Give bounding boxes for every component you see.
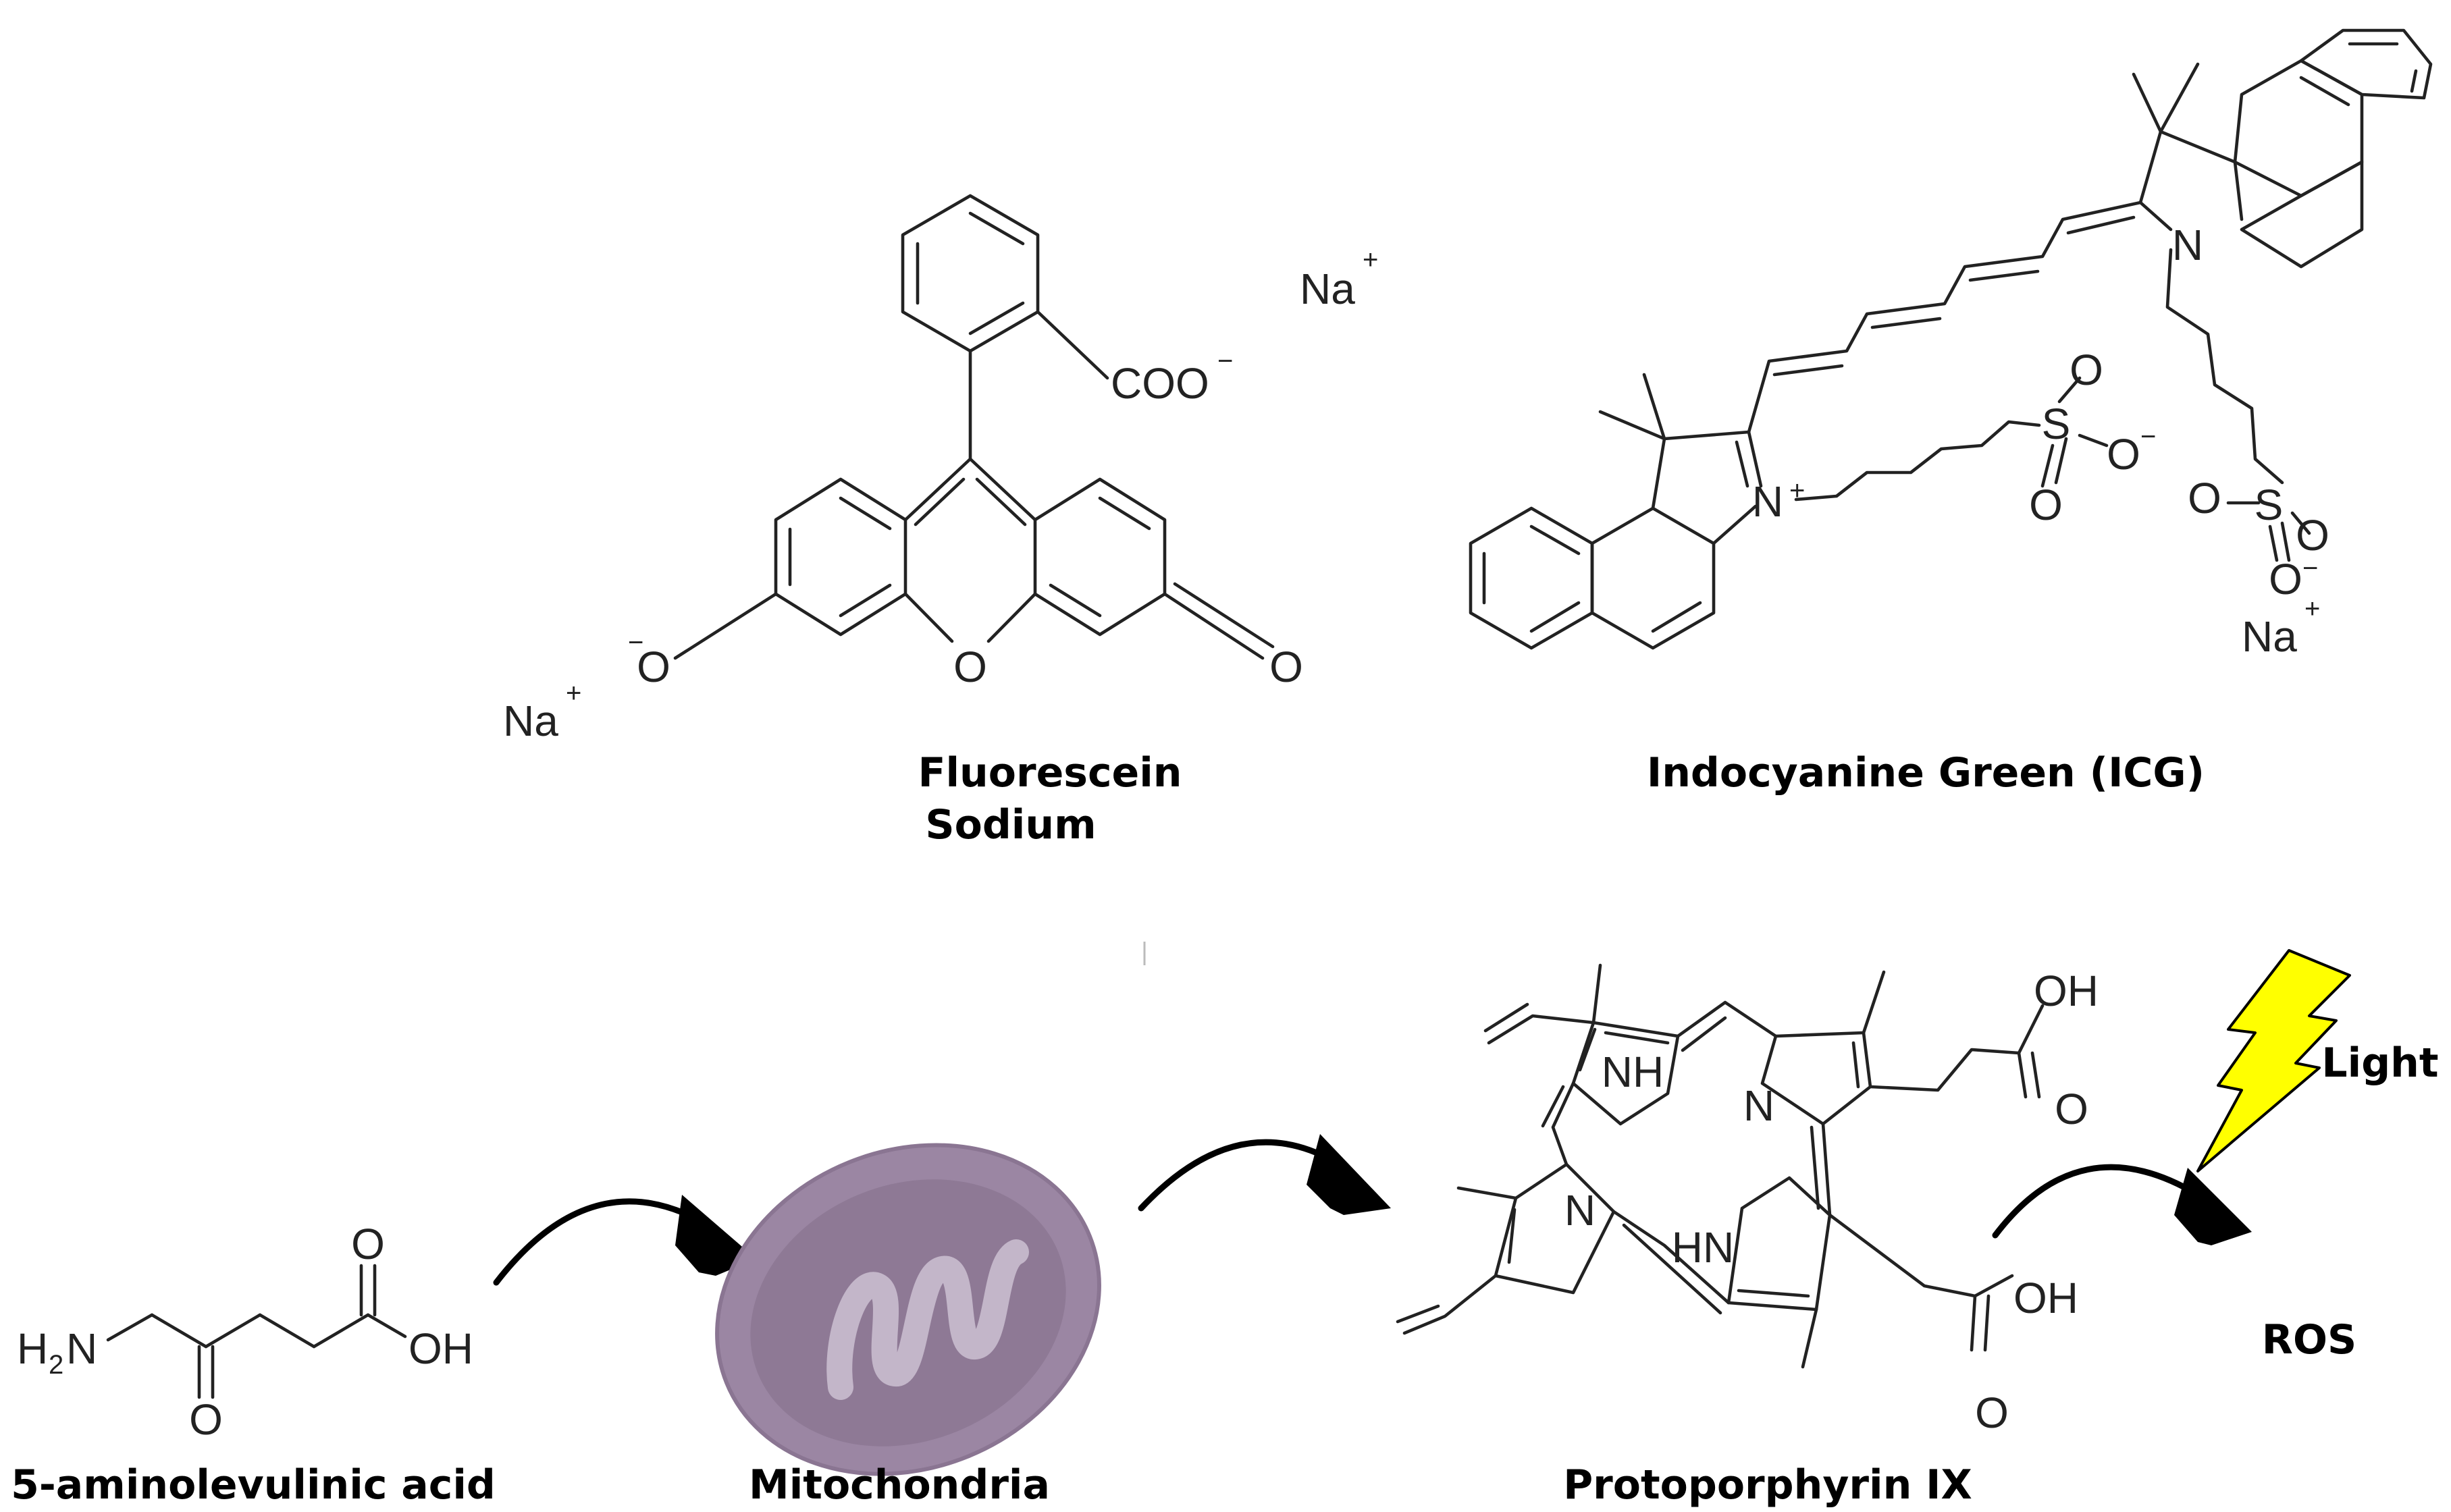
atom-o: O bbox=[2188, 474, 2221, 522]
atom-o: O bbox=[2269, 555, 2302, 603]
charge-minus: − bbox=[2302, 554, 2318, 583]
mitochondria-caption: Mitochondria bbox=[749, 1461, 1050, 1509]
fluorescein-caption-line1: Fluorescein bbox=[918, 749, 1182, 796]
atom-o: O bbox=[2029, 481, 2063, 529]
atom-o-phenolate: O bbox=[637, 643, 670, 691]
icg-structure bbox=[1469, 28, 2433, 650]
atom-oh: OH bbox=[408, 1324, 473, 1373]
atom-n: N bbox=[66, 1324, 97, 1373]
atom-na: Na bbox=[1300, 265, 1355, 313]
fluorescein-structure bbox=[673, 194, 1275, 660]
atom-oh: OH bbox=[2013, 1274, 2078, 1322]
atom-o: O bbox=[2055, 1085, 2088, 1133]
atom-n: N bbox=[1743, 1081, 1774, 1130]
atom-n: N bbox=[1564, 1186, 1596, 1235]
mitochondria-illustration bbox=[715, 1143, 1101, 1476]
atom-n-plus: N bbox=[1752, 477, 1783, 526]
lightning-bolt-icon bbox=[2196, 949, 2351, 1172]
charge-plus: + bbox=[566, 678, 581, 708]
atom-na: Na bbox=[2242, 612, 2297, 661]
atom-o: O bbox=[1975, 1388, 2009, 1437]
ala-caption: 5-aminolevulinic acid bbox=[11, 1461, 496, 1509]
atom-o: O bbox=[351, 1220, 385, 1268]
atom-o-carbonyl: O bbox=[1269, 643, 1303, 691]
atom-o: O bbox=[2296, 511, 2329, 560]
subscript-2: 2 bbox=[49, 1350, 63, 1380]
icg-caption: Indocyanine Green (ICG) bbox=[1647, 749, 2205, 796]
atom-nh: NH bbox=[1602, 1048, 1664, 1096]
charge-minus: − bbox=[2140, 422, 2156, 452]
atom-s: S bbox=[2042, 400, 2071, 448]
atom-o: O bbox=[2107, 430, 2140, 479]
arrow-ala-to-mitochondria bbox=[493, 1195, 756, 1286]
atom-o: O bbox=[2070, 346, 2103, 394]
fluorescein-atom-labels: O O − O COO − Na + Na + bbox=[503, 245, 1378, 745]
arrow-ppix-to-ros bbox=[1992, 1164, 2252, 1245]
atom-n: N bbox=[2172, 221, 2203, 269]
atom-s: S bbox=[2255, 481, 2284, 529]
ppix-atom-labels: NH N N HN OH O OH O bbox=[1564, 967, 2099, 1437]
fluorescein-caption-line2: Sodium bbox=[925, 801, 1096, 848]
charge-minus: − bbox=[1217, 346, 1233, 376]
atom-o: O bbox=[189, 1395, 223, 1444]
icg-atom-labels: N + N S O O O − S O O O − Na + bbox=[1752, 221, 2329, 661]
ala-atom-labels: H 2 N O O OH bbox=[17, 1220, 473, 1444]
ppix-structure bbox=[1396, 963, 2045, 1369]
ros-label: ROS bbox=[2262, 1316, 2356, 1364]
atom-hn: HN bbox=[1672, 1223, 1734, 1272]
atom-oh: OH bbox=[2034, 967, 2099, 1015]
light-label: Light bbox=[2321, 1040, 2438, 1087]
atom-h: H bbox=[17, 1324, 48, 1373]
charge-minus: − bbox=[628, 628, 643, 657]
arrow-mitochondria-to-ppix bbox=[1138, 1134, 1391, 1215]
charge-plus: + bbox=[1363, 245, 1378, 275]
ppix-caption: Protoporphyrin IX bbox=[1563, 1461, 1972, 1509]
ala-structure bbox=[106, 1264, 407, 1399]
atom-na: Na bbox=[503, 697, 558, 745]
charge-plus: + bbox=[2304, 594, 2320, 624]
atom-o-bridge: O bbox=[953, 643, 987, 691]
charge-plus: + bbox=[1789, 476, 1805, 506]
atom-coo: COO bbox=[1111, 359, 1209, 408]
